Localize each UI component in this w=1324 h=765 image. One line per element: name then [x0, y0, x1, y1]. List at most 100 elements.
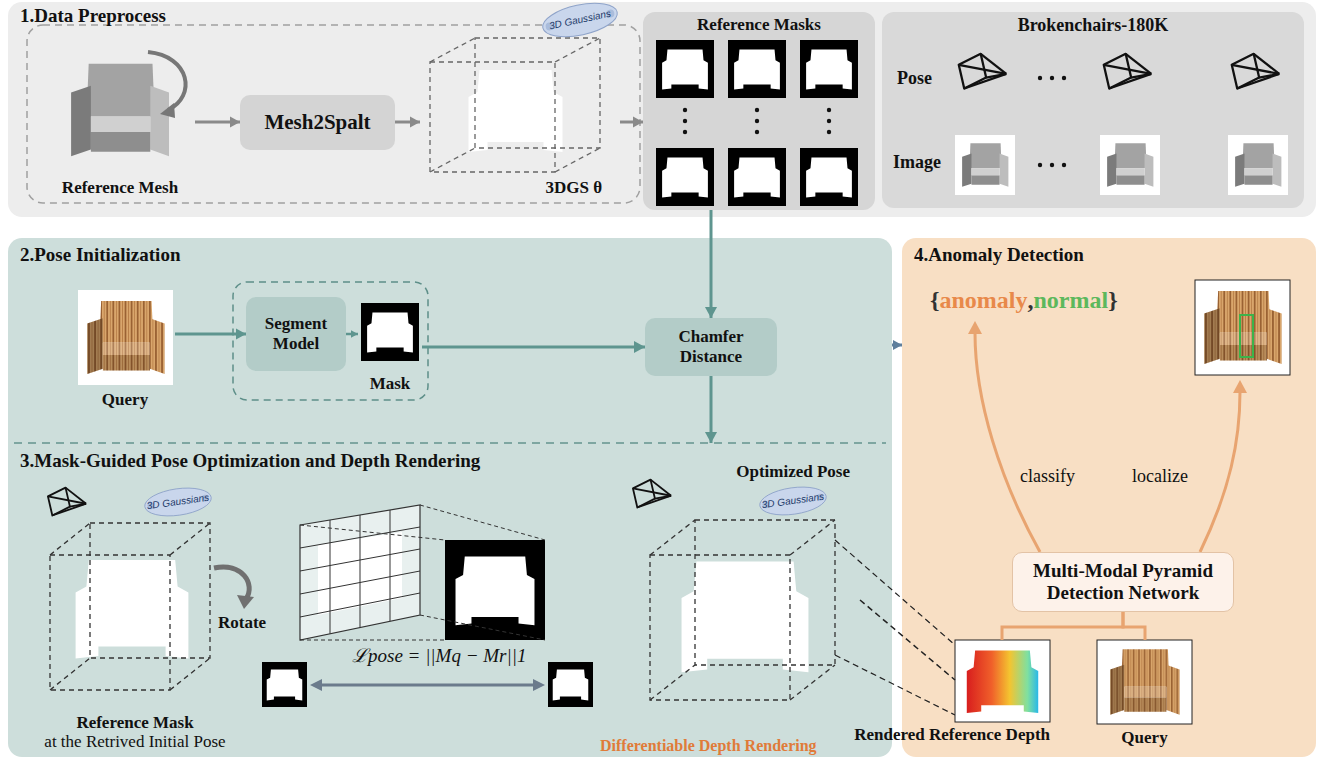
drawing-part — [1100, 135, 1160, 195]
drawing-part — [827, 108, 831, 112]
caption: Optimized Pose — [736, 462, 850, 482]
drawing-part — [975, 333, 1040, 552]
drawing-part — [360, 515, 361, 628]
process-box: Mesh2Spalt — [240, 95, 395, 150]
drawing-part — [1050, 163, 1054, 167]
drawing-part — [800, 148, 858, 206]
rotation-arrow — [148, 52, 186, 118]
projection-lines — [300, 505, 545, 640]
arrow-head — [230, 117, 240, 128]
arrow-head — [705, 307, 717, 318]
drawing-part — [310, 679, 322, 691]
drawing-part — [1038, 76, 1066, 167]
dashed-group — [27, 25, 640, 203]
drawing-part — [170, 658, 210, 690]
section-panel: 2.Pose InitializationQuery Segment ModelM… — [8, 238, 892, 443]
connector — [346, 330, 358, 338]
camera-icon — [48, 488, 86, 516]
gaussian-cube: 3DGS θ — [420, 30, 620, 198]
drawing-part — [1200, 392, 1240, 552]
drawing-part — [650, 665, 695, 700]
drawing-part — [790, 665, 835, 700]
depth-map — [967, 651, 1038, 713]
section-title: 3.Mask-Guided Pose Optimization and Dept… — [20, 450, 480, 472]
drawing-part — [50, 658, 90, 690]
cube-wireframe — [50, 523, 210, 690]
query-image: Query — [75, 288, 175, 410]
section-title: 1.Data Preprocess — [20, 5, 166, 27]
connector — [395, 117, 420, 128]
arrow-head — [351, 330, 358, 338]
class-label: } — [1108, 287, 1117, 314]
camera-icon — [633, 480, 671, 508]
query-frame — [78, 290, 173, 385]
drawing-part — [430, 148, 475, 172]
section-panel: 3.Mask-Guided Pose Optimization and Dept… — [8, 443, 892, 757]
drawing-part — [728, 148, 786, 206]
class-label: anomaly — [939, 287, 1027, 314]
mask-image: Mask — [358, 298, 422, 394]
section-title: 2.Pose Initialization — [20, 244, 180, 266]
model-box: Segment Model — [246, 297, 346, 371]
drawing-part — [300, 640, 445, 641]
drawing-part — [300, 549, 420, 571]
connector — [620, 117, 643, 128]
connector — [705, 210, 717, 318]
drawing-part — [683, 108, 831, 134]
drawing-part — [650, 555, 790, 700]
badge-label: 3D Gaussians — [548, 9, 612, 32]
caption: Brokenchairs-180K — [1018, 15, 1169, 36]
render-lines — [835, 540, 955, 715]
drawing-part — [959, 54, 1006, 89]
badge-label: 3D Gaussians — [761, 492, 825, 511]
caption: Query — [102, 390, 148, 410]
caption: Mask — [370, 374, 411, 394]
drawing-part — [390, 510, 391, 621]
drawing-part — [430, 38, 475, 62]
drawing-part — [1235, 143, 1281, 187]
connector-line — [422, 346, 645, 349]
drawing-part — [1062, 163, 1066, 167]
section-title: 4.Anomaly Detection — [914, 244, 1084, 266]
drawing-part — [300, 571, 420, 594]
class-output: {anomaly,normal} — [930, 287, 1118, 314]
drawing-part — [683, 130, 687, 134]
drawing-part — [656, 148, 714, 206]
connector — [1123, 612, 1145, 640]
drawing-part — [755, 119, 759, 123]
connector — [195, 117, 240, 128]
drawing-part — [533, 679, 545, 691]
connector — [422, 341, 645, 353]
class-label: normal — [1033, 287, 1108, 314]
connector — [860, 600, 955, 680]
drawing-part — [1038, 76, 1042, 80]
drawing-part — [50, 555, 170, 690]
drawing-part — [300, 510, 420, 634]
rotate-arrow — [214, 567, 254, 609]
drawing-part — [1050, 76, 1054, 80]
drawing-part — [50, 523, 90, 555]
drawing-part — [430, 62, 555, 172]
drawing-part — [90, 523, 210, 658]
caption: Reference Mesh — [62, 178, 178, 198]
drawing-part — [790, 520, 835, 555]
panel-ground — [643, 12, 875, 210]
section-panel: 1.Data PreprocessReference Mesh Mesh2Spal… — [8, 2, 1316, 217]
query-mask-thumb — [548, 662, 593, 707]
box-label: Segment Model — [254, 314, 338, 353]
query-mask — [361, 303, 419, 361]
drawing-part — [1232, 54, 1279, 89]
anomaly-box — [1240, 315, 1253, 357]
drawing-part — [420, 615, 545, 640]
drawing-part — [955, 135, 1015, 195]
drawing-part — [300, 527, 420, 548]
drawing-part — [237, 595, 254, 609]
caption: 3DGS θ — [545, 178, 602, 198]
connector — [1002, 612, 1123, 640]
drawing-part — [555, 148, 600, 172]
drawing-part — [300, 505, 420, 640]
loss-arrow — [310, 679, 545, 691]
drawing-part — [320, 684, 535, 687]
